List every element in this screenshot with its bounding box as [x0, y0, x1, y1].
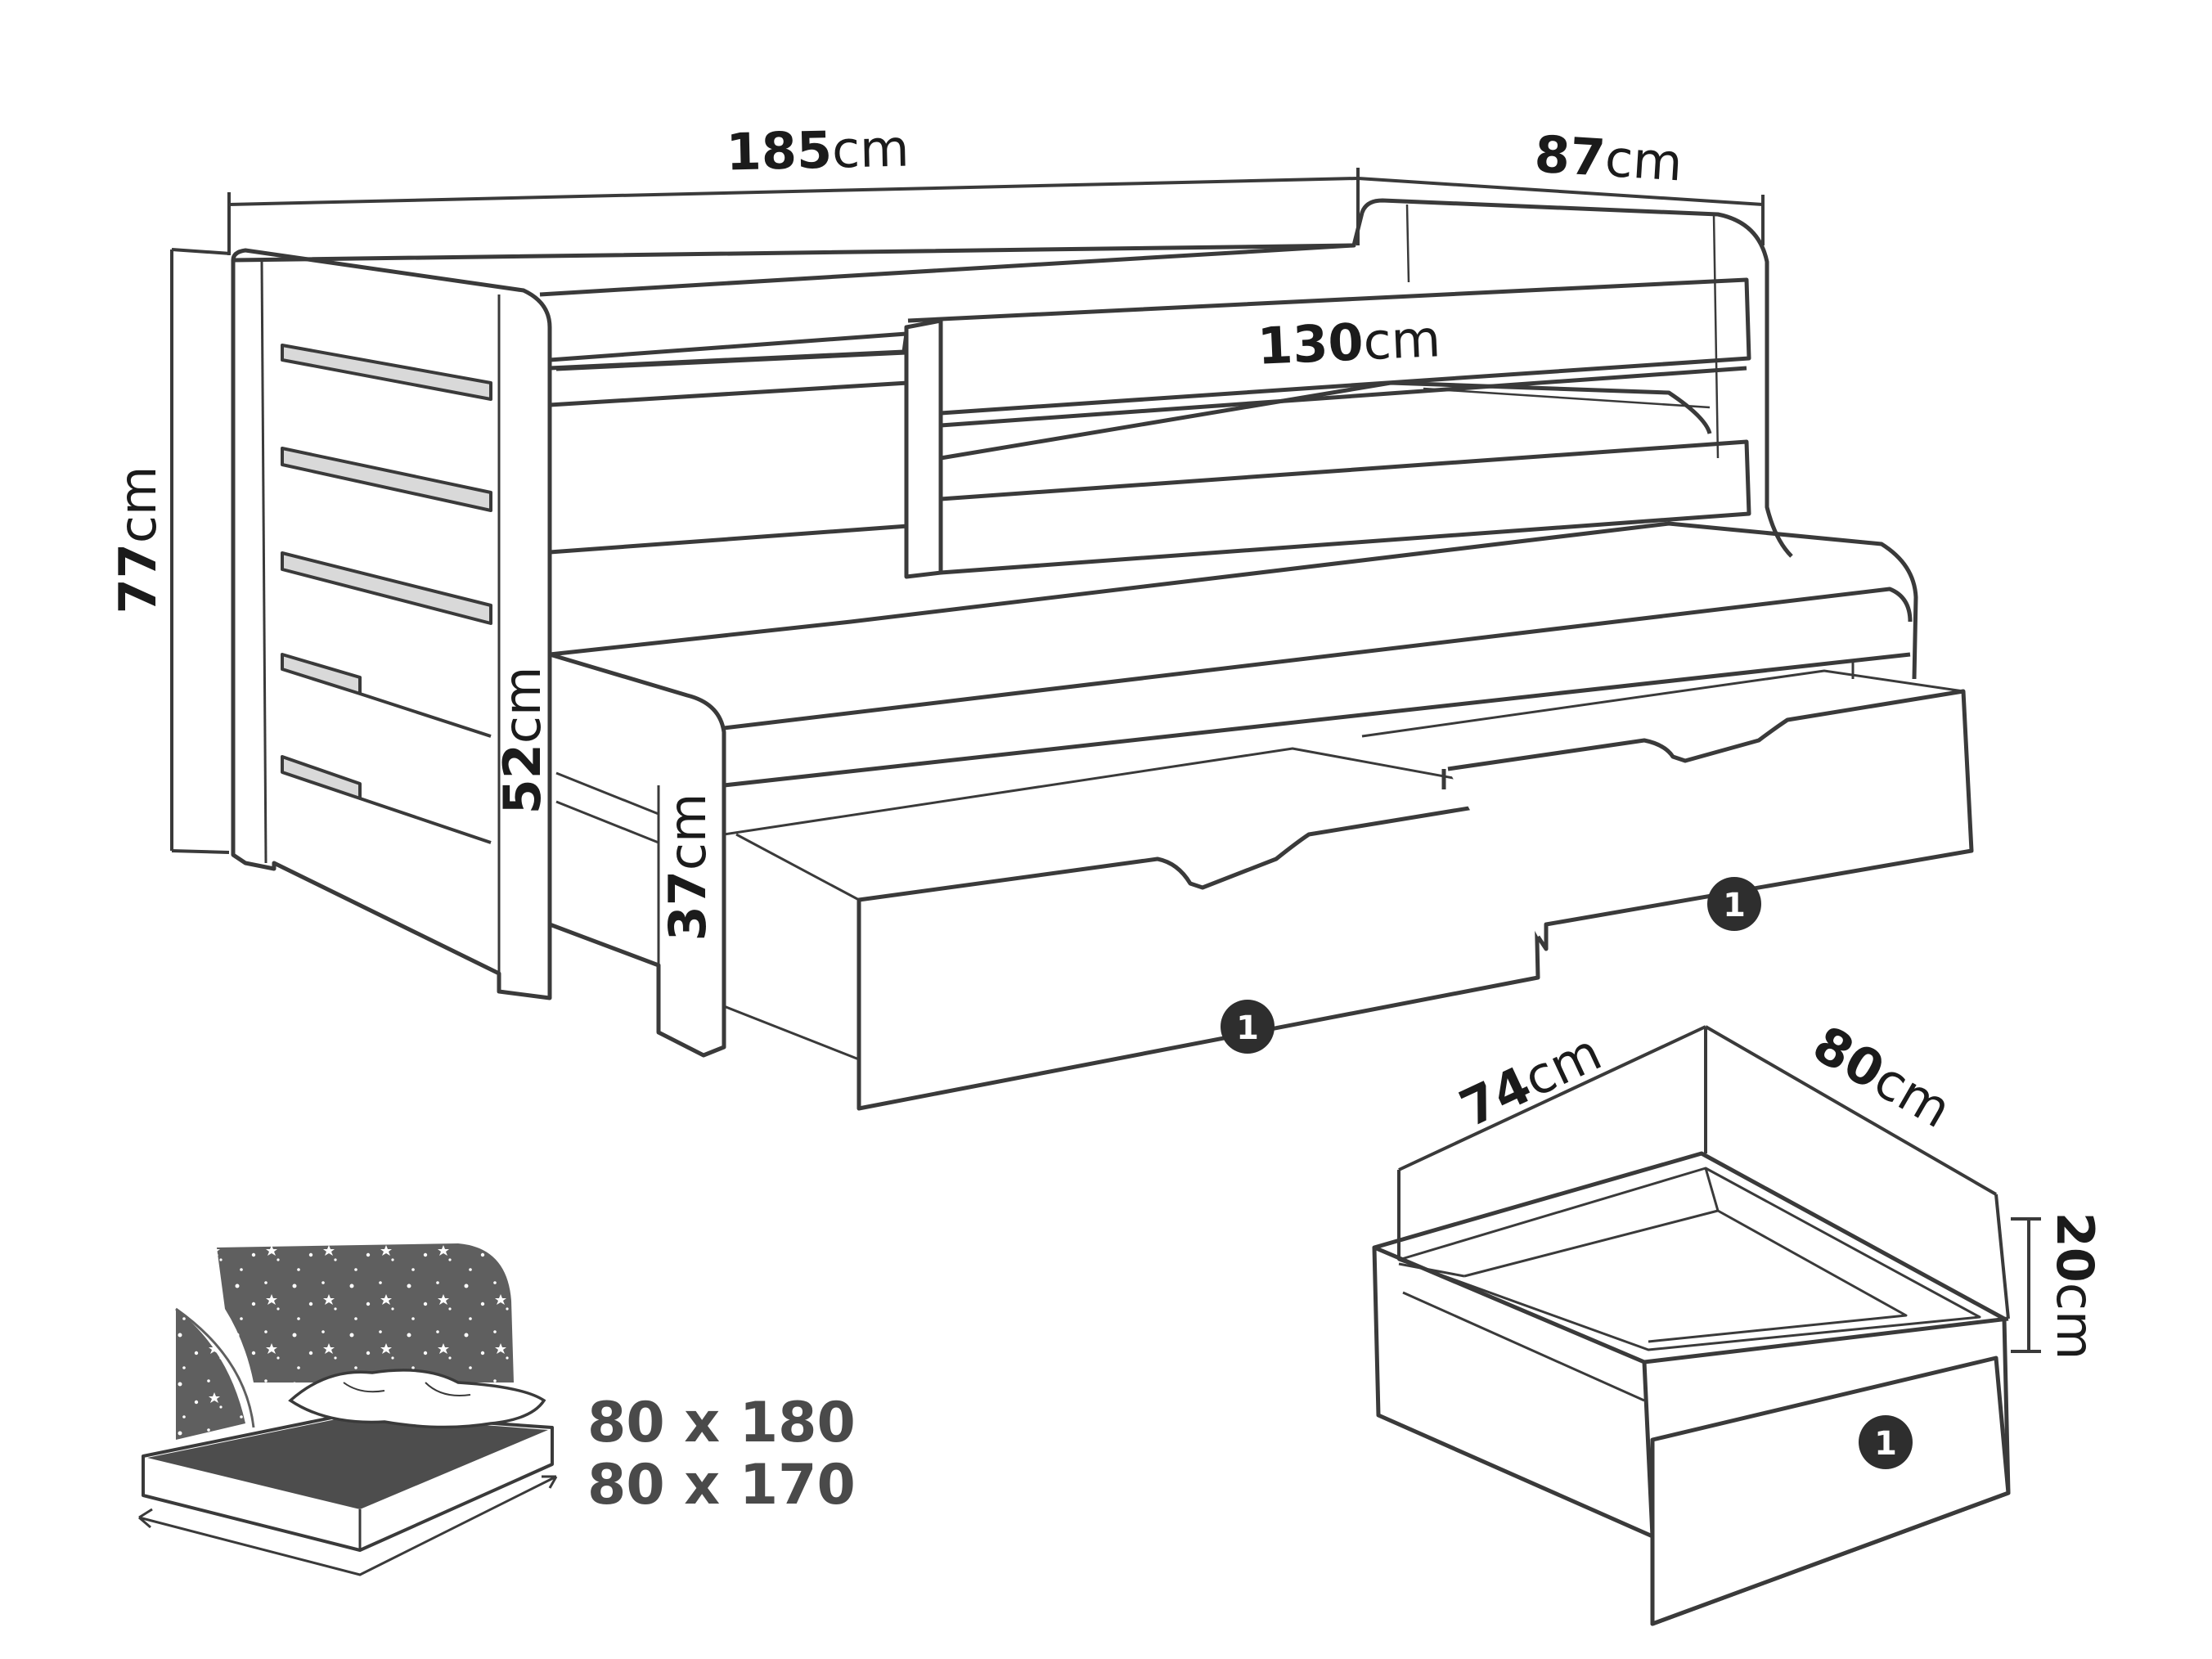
drawer-length-label: 80cm — [1803, 1014, 1961, 1140]
mattress-illustration — [138, 1243, 558, 1576]
loose-drawer — [1372, 1151, 2011, 1626]
bed-drawer-left — [722, 747, 1540, 1111]
badge-loose-drawer: 1 — [1859, 1415, 1913, 1469]
dimension-lines — [170, 168, 2041, 1353]
drawer-width-label: 74cm — [1451, 1022, 1611, 1139]
mattress-size-1: 80 x 180 — [587, 1391, 856, 1455]
dim-height-label: 77cm — [108, 466, 168, 614]
dim-sleeping-height-label: 52cm — [492, 667, 552, 815]
badge-drawer-right: 1 — [1707, 877, 1761, 931]
dim-inner-length-label: 130cm — [1257, 308, 1442, 376]
dim-length-label: 185cm — [726, 118, 910, 182]
svg-text:1: 1 — [1874, 1425, 1897, 1463]
drawer-height-label: 20cm — [2045, 1212, 2105, 1360]
mattress-size-2: 80 x 170 — [587, 1453, 856, 1517]
bed-frame — [231, 198, 1918, 1058]
badge-drawer-left: 1 — [1221, 1000, 1275, 1054]
svg-text:1: 1 — [1723, 887, 1746, 924]
bed-drawer-right — [1361, 669, 1974, 951]
dim-pullout-height-label: 37cm — [658, 794, 717, 942]
dim-depth-label: 87cm — [1533, 124, 1684, 193]
svg-text:1: 1 — [1236, 1009, 1259, 1047]
